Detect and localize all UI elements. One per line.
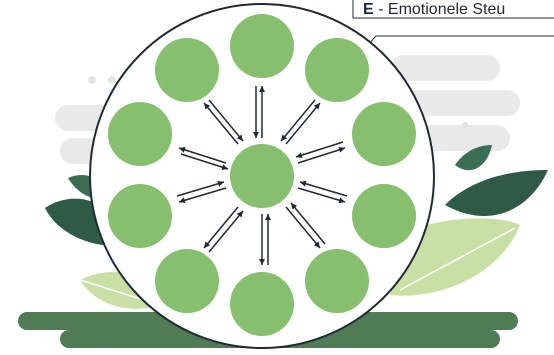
center-node [230, 144, 294, 208]
outer-node-left-upper [108, 102, 172, 166]
outer-node-bottom-right [305, 249, 369, 313]
outer-node-bottom-left [155, 249, 219, 313]
label-letter: E [363, 1, 374, 18]
label-separator: - [374, 1, 388, 18]
outer-node-bottom [230, 272, 294, 336]
outer-node-left-lower [108, 184, 172, 248]
outer-node-top [230, 14, 294, 78]
label-callout: E - Emotionele Steu [353, 0, 554, 56]
outer-node-right-upper [352, 102, 416, 166]
outer-node-top-right [305, 38, 369, 102]
outer-node-top-left [155, 38, 219, 102]
label-text: Emotionele Steu [388, 1, 505, 18]
outer-node-right-lower [352, 184, 416, 248]
label-title: E - Emotionele Steu [363, 1, 505, 18]
